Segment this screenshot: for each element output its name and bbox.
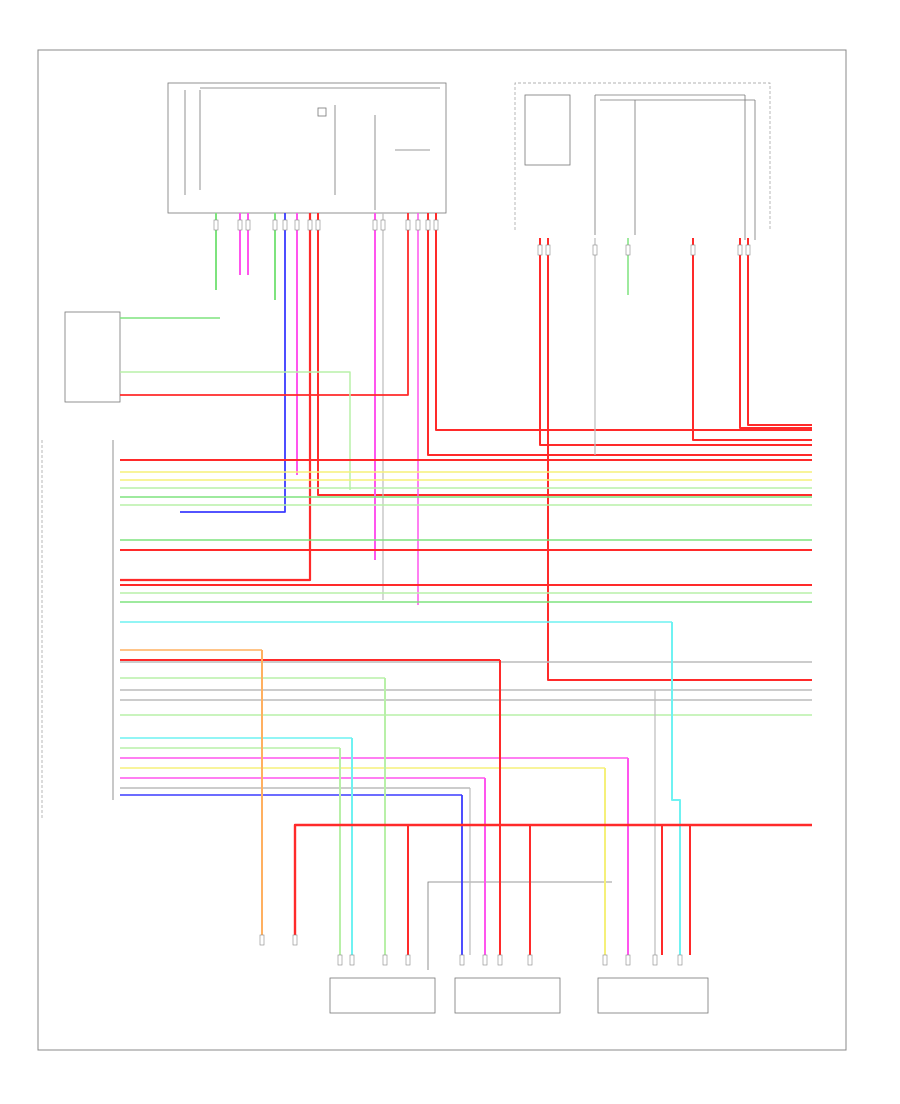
wire [120, 213, 312, 582]
diagram-frame [37, 49, 847, 1051]
connector-terminal [372, 219, 378, 231]
connector-terminal [625, 244, 631, 256]
wire [293, 823, 812, 935]
connector-terminal [690, 244, 696, 256]
connector-terminal [625, 954, 631, 966]
brake-pedal-switch [524, 94, 571, 166]
connector-terminal [405, 219, 411, 231]
brake-hold-switch [454, 977, 561, 1014]
connector-terminal [294, 219, 300, 231]
connector-terminal [677, 954, 683, 966]
connector-terminal [405, 954, 411, 966]
connector-terminal [527, 954, 533, 966]
connector-terminal [652, 954, 658, 966]
wire [120, 371, 351, 490]
connector-terminal [737, 244, 743, 256]
connector-terminal [602, 954, 608, 966]
wire [671, 622, 681, 955]
connector-terminal [425, 219, 431, 231]
wire [692, 238, 812, 441]
underhood-fuse-box [514, 82, 771, 230]
connector-terminal [237, 219, 243, 231]
connector-terminal [245, 219, 251, 231]
connector-terminal [349, 954, 355, 966]
right-radar [597, 977, 709, 1014]
wire [120, 213, 409, 396]
connector-terminal [745, 244, 751, 256]
parking-brake-switch [64, 311, 121, 403]
connector-terminal [307, 219, 313, 231]
ground-bus [427, 881, 612, 970]
connector-terminal [537, 244, 543, 256]
connector-terminal [545, 244, 551, 256]
wire [539, 238, 812, 446]
wire [547, 238, 812, 681]
connector-terminal [380, 219, 386, 231]
connector-terminal [382, 954, 388, 966]
connector-terminal [415, 219, 421, 231]
connector-terminal [272, 219, 278, 231]
fuse-box [167, 82, 447, 214]
connector-terminal [592, 244, 598, 256]
wire-layer [120, 213, 812, 955]
wire [739, 238, 812, 429]
connector-terminal [337, 954, 343, 966]
wire [317, 213, 812, 496]
wire [435, 213, 812, 431]
connector-terminal [482, 954, 488, 966]
connector-terminal [282, 219, 288, 231]
connector-terminal [497, 954, 503, 966]
wire [427, 213, 812, 456]
connector-terminal [213, 219, 219, 231]
fuse-symbol [317, 107, 327, 117]
connector-terminal [315, 219, 321, 231]
wire [180, 213, 286, 513]
terminal-layer [213, 219, 751, 966]
connector-terminal [259, 934, 265, 946]
wire [747, 238, 812, 426]
connector-terminal [459, 954, 465, 966]
connector-terminal [433, 219, 439, 231]
connector-terminal [292, 934, 298, 946]
left-front-radar [329, 977, 436, 1014]
